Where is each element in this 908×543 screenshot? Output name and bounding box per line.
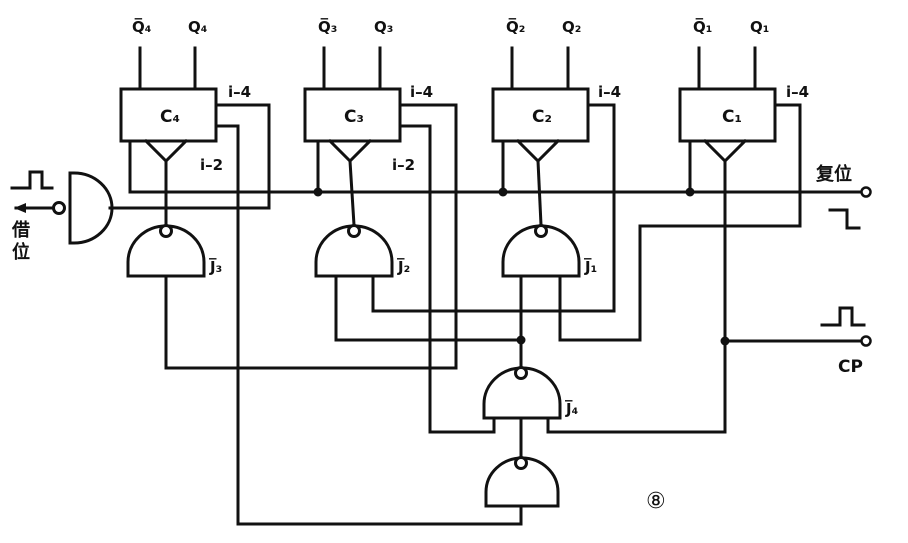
- c3-door-side-label: i–2: [392, 156, 415, 174]
- gate-j1-label: J̅₁: [584, 256, 598, 276]
- c3-door-top-label: i–4: [410, 83, 433, 101]
- c4-door-side-label: i–2: [200, 156, 223, 174]
- reset-junction-c2: [498, 187, 508, 197]
- reset-bus: [128, 139, 864, 194]
- reset-junction-c1: [685, 187, 695, 197]
- counter-c3-label: C₃: [344, 107, 364, 127]
- borrow-gate-bubble: [52, 201, 66, 215]
- q4-label: Q₄: [188, 18, 207, 36]
- reset-terminal: [860, 186, 872, 198]
- reset-junction-c3: [313, 187, 323, 197]
- borrow-pulse-icon: [10, 170, 54, 190]
- c1-door-top-label: i–4: [786, 83, 809, 101]
- cp-junction: [720, 336, 730, 346]
- c2-door-top-label: i–4: [598, 83, 621, 101]
- gate-j3-label: J̅₃: [209, 256, 223, 276]
- c4-door-top-label: i–4: [228, 83, 251, 101]
- cp-pulse-icon: [820, 306, 866, 327]
- q1-bar-label: Q̅₁: [693, 16, 712, 36]
- q2-label: Q₂: [562, 18, 581, 36]
- j4-input-clock-line: [546, 159, 727, 434]
- borrow-arrow-icon: [14, 203, 26, 213]
- figure-number: ⑧: [646, 489, 666, 514]
- c4-door4-to-borrow-wire: [108, 103, 271, 210]
- gate-j4-bubble: [514, 366, 528, 380]
- counter-c4-box: [119, 87, 218, 143]
- counter-c2-label: C₂: [532, 107, 552, 127]
- gate-j4-label: J̅₄: [565, 398, 579, 418]
- clock-funnels: [143, 138, 748, 164]
- gate-bottom-bubble: [514, 456, 528, 470]
- counter-c3-box: [303, 87, 402, 143]
- reset-pulse-icon: [828, 208, 861, 230]
- j2-j1-junction: [516, 335, 526, 345]
- q2-bar-label: Q̅₂: [506, 16, 525, 36]
- reset-label: 复位: [815, 163, 852, 185]
- counter-c4-label: C₄: [160, 107, 180, 127]
- counter-c1-box: [678, 87, 777, 143]
- q4-bar-label: Q̅₄: [132, 16, 151, 36]
- q3-bar-label: Q̅₃: [318, 16, 337, 36]
- j2-to-c3-clock: [348, 159, 356, 227]
- borrow-gate: [68, 171, 114, 245]
- j2-input-c2-door4: [371, 103, 616, 313]
- gate-j2-bubble: [347, 224, 361, 238]
- counter-c1-label: C₁: [722, 107, 742, 127]
- cp-terminal: [860, 335, 872, 347]
- j3-input-c3-door4: [164, 103, 458, 370]
- borrow-label-2: 位: [12, 241, 30, 263]
- q3-label: Q₃: [374, 18, 393, 36]
- j1-to-c2-clock: [536, 159, 543, 227]
- j4-input-c3-q: [398, 124, 496, 434]
- q1-label: Q₁: [750, 18, 769, 36]
- cp-label: CP: [838, 357, 863, 377]
- j1-input-c1-door4: [558, 103, 802, 342]
- j2-input-a: [334, 274, 523, 342]
- gate-j3-bubble: [159, 224, 173, 238]
- gate-j2-label: J̅₂: [397, 256, 411, 276]
- borrow-label-1: 借: [11, 219, 30, 241]
- bottom-gate-to-c4-wire: [214, 124, 523, 526]
- gate-j1-bubble: [534, 224, 548, 238]
- counter-c2-box: [491, 87, 590, 143]
- q-output-leads: [138, 46, 757, 91]
